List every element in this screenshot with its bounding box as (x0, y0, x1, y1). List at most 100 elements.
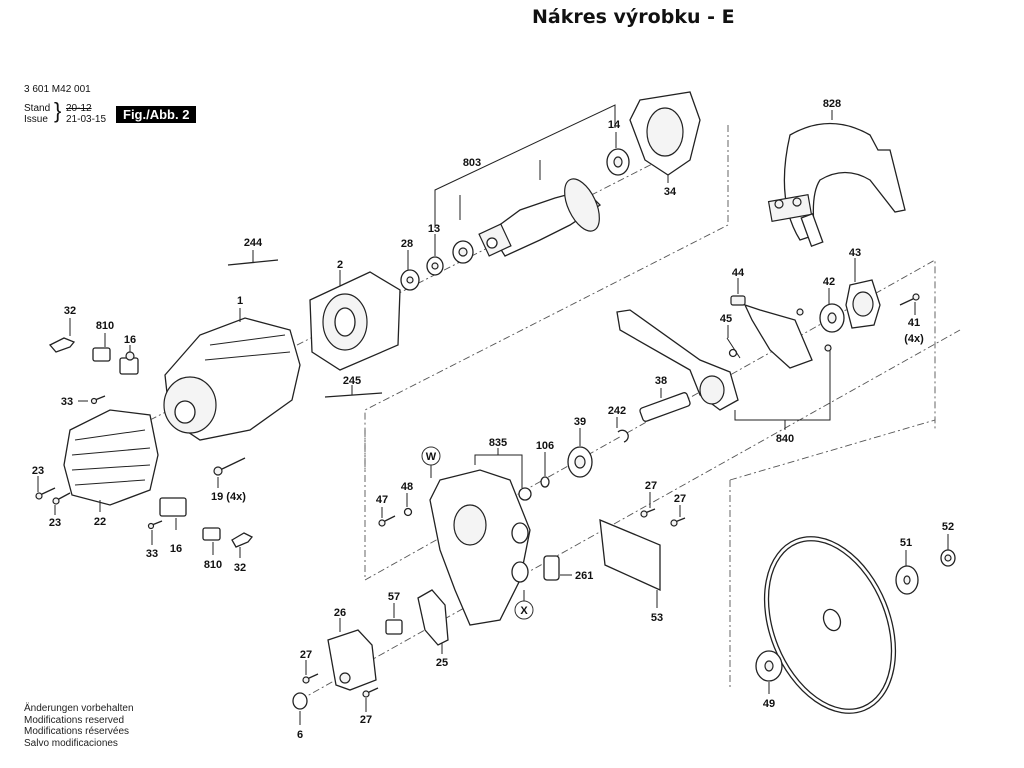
part-plate-43[interactable] (845, 279, 881, 329)
part-switch-25[interactable] (417, 589, 449, 646)
stand-date: 20-12 (66, 103, 92, 114)
part-connector-57[interactable] (385, 619, 403, 635)
callout-25: 25 (436, 657, 448, 669)
part-blade-guard[interactable] (767, 122, 906, 247)
callout-245: 245 (343, 375, 361, 387)
part-fan-baffle-34[interactable] (629, 91, 701, 176)
part-flange-51[interactable] (895, 565, 919, 595)
callout-41-qty: (4x) (904, 333, 924, 345)
part-armature[interactable] (478, 174, 606, 257)
issue-date: 21-03-15 (66, 114, 107, 125)
part-screw-19[interactable] (213, 457, 246, 476)
callout-828: 828 (823, 98, 841, 110)
part-bearing-13b[interactable] (452, 240, 474, 264)
stand-issue-dates: 20-12 21-03-15 (66, 103, 106, 125)
callout-49: 49 (763, 698, 775, 710)
issue-label: Issue (24, 114, 48, 125)
part-washer-13[interactable] (426, 256, 444, 276)
callout-33-upper: 33 (61, 396, 73, 408)
part-fan-cover[interactable] (63, 409, 159, 506)
part-circlip-242[interactable] (617, 429, 629, 443)
part-rod-245[interactable] (324, 392, 383, 398)
part-screw-47[interactable] (378, 515, 396, 527)
part-washer-106[interactable] (540, 476, 550, 488)
part-brush-holder-16-upper[interactable] (119, 351, 139, 375)
part-screw-840a[interactable] (796, 308, 804, 316)
note-es: Salvo modificaciones (24, 737, 118, 749)
part-screw-23a[interactable] (35, 487, 56, 500)
assembly-boundary-motor (364, 125, 729, 470)
part-brush-810-lower[interactable] (202, 527, 221, 541)
part-brush-holder-16-lower[interactable] (159, 497, 187, 517)
callout-38: 38 (655, 375, 667, 387)
part-screw-27d[interactable] (362, 687, 379, 698)
part-switch-housing-26[interactable] (327, 629, 377, 691)
callout-22: 22 (94, 516, 106, 528)
part-screw-41[interactable] (899, 293, 920, 306)
callout-34: 34 (664, 186, 677, 198)
callout-106: 106 (536, 440, 554, 452)
callout-2: 2 (337, 259, 343, 271)
modification-notes: Änderungen vorbehalten Modifications res… (24, 703, 134, 749)
callout-42: 42 (823, 276, 835, 288)
part-flange-49[interactable] (755, 650, 783, 682)
callout-242: 242 (608, 405, 626, 417)
part-screw-33-upper[interactable] (90, 395, 106, 405)
callout-810-lower: 810 (204, 559, 222, 571)
brace-glyph: } (54, 98, 62, 123)
part-spring-45[interactable] (726, 337, 741, 359)
part-guard-plate-53[interactable] (599, 518, 661, 592)
part-bearing-14[interactable] (606, 148, 630, 176)
part-bushing-261[interactable] (543, 555, 560, 581)
part-arm-840[interactable] (616, 309, 739, 411)
note-en: Modifications reserved (24, 714, 125, 726)
figure-badge: Fig./Abb. 2 (116, 106, 197, 123)
part-clip-32-lower[interactable] (231, 532, 254, 548)
callout-32-upper: 32 (64, 305, 76, 317)
callout-23-upper: 23 (32, 465, 44, 477)
part-screw-840b[interactable] (824, 344, 832, 352)
part-brush-810-upper[interactable] (92, 347, 111, 362)
part-stator[interactable] (309, 271, 401, 371)
callout-45: 45 (720, 313, 732, 325)
part-bearing-28[interactable] (400, 269, 420, 291)
callout-48: 48 (401, 481, 413, 493)
note-fr: Modifications réservées (24, 726, 130, 737)
part-screw-27a[interactable] (640, 508, 656, 518)
part-bushing-835[interactable] (518, 487, 532, 501)
callout-57: 57 (388, 591, 400, 603)
part-gear-housing-835[interactable] (429, 469, 531, 626)
callout-52: 52 (942, 521, 954, 533)
part-screw-27b[interactable] (670, 517, 686, 527)
part-nut-48[interactable] (403, 507, 413, 517)
part-clip-32-upper[interactable] (48, 337, 76, 353)
part-screw-33-lower[interactable] (147, 520, 163, 530)
part-lever-44[interactable] (730, 295, 813, 369)
part-shaft-38[interactable] (639, 392, 691, 422)
part-saw-blade[interactable] (740, 517, 920, 733)
part-nut-52[interactable] (940, 549, 956, 567)
part-screw-27c[interactable] (302, 673, 319, 684)
callout-43: 43 (849, 247, 861, 259)
stand-label: Stand (24, 103, 51, 114)
callout-810-upper: 810 (96, 320, 114, 332)
part-bearing-42[interactable] (819, 303, 845, 333)
callout-53: 53 (651, 612, 663, 624)
callout-28: 28 (401, 238, 413, 250)
assembly-boundary-blade (729, 419, 936, 690)
callout-27-lower-b: 27 (360, 714, 372, 726)
part-strain-relief-6[interactable] (292, 692, 308, 710)
note-de: Änderungen vorbehalten (24, 703, 134, 714)
callout-41: 41 (908, 317, 920, 329)
part-gear-39[interactable] (567, 446, 593, 478)
callout-26: 26 (334, 607, 346, 619)
callout-840: 840 (776, 433, 794, 445)
part-screw-23b[interactable] (52, 492, 71, 505)
callout-6: 6 (297, 729, 303, 741)
callout-44: 44 (732, 267, 745, 279)
callout-14: 14 (608, 119, 621, 131)
part-rod-244[interactable] (227, 259, 279, 266)
page-title: Nákres výrobku - E (532, 6, 735, 28)
part-motor-housing[interactable] (163, 317, 301, 441)
callout-23-lower: 23 (49, 517, 61, 529)
